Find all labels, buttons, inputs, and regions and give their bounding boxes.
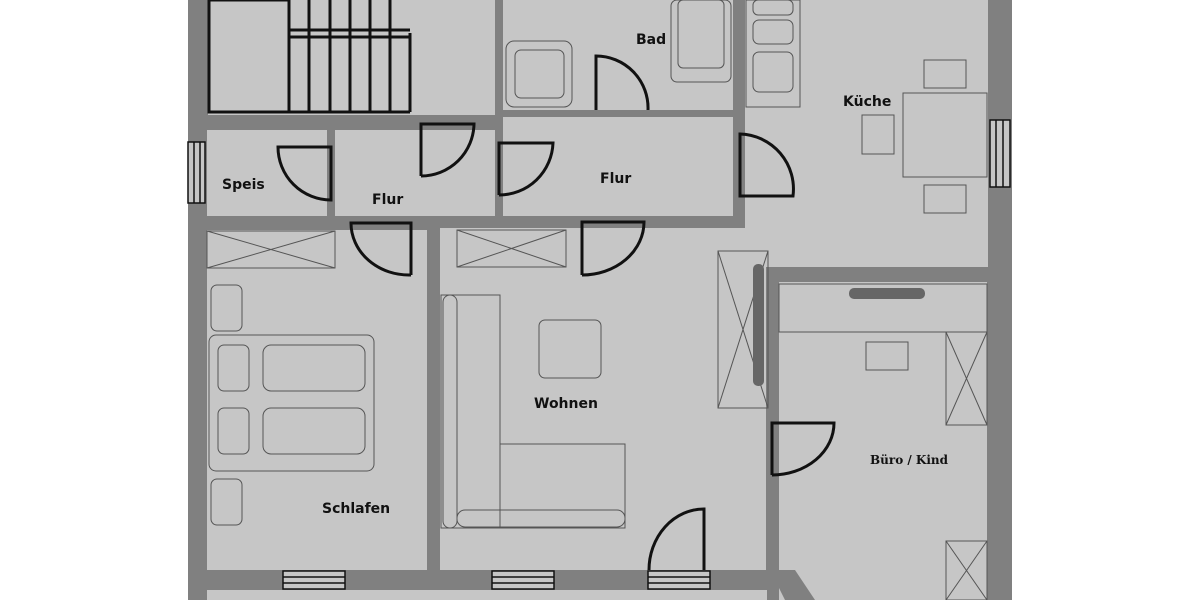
kitchen-table-set [861,59,988,214]
window-speis [187,141,206,204]
door-wohnen [580,220,646,277]
door-bad [594,54,650,111]
wardrobe-schlafen [206,230,336,269]
door-stairwell [419,122,476,178]
pillow [217,407,250,455]
chair [861,114,895,155]
window-schlafen [282,570,346,590]
door-flur [497,141,555,197]
wardrobe-buero-lower [945,540,988,600]
door-balcony [647,507,706,571]
kitchen-counter [745,0,801,108]
room-label-schlafen: Schlafen [322,501,391,517]
bad-fixtures [505,0,732,108]
room-label-flur-2: Flur [600,171,632,187]
windows [187,119,1011,590]
door-speis [276,145,333,202]
desk-set [778,283,988,371]
coffee-table [538,319,602,379]
room-label-flur-1: Flur [372,192,404,208]
mattress [262,407,366,455]
nightstand [210,284,243,332]
radiator [753,264,764,386]
mattress [262,344,366,392]
sofa-set [440,294,626,529]
buero-floor [779,282,987,600]
window-wohnen [491,570,555,590]
radiator [849,288,925,299]
nightstand [210,478,243,526]
sofa-long [440,294,501,529]
pillow [217,344,250,392]
flur2-floor [503,117,733,216]
door-buero [770,421,836,477]
wardrobes [206,229,988,600]
window-kueche [989,119,1011,188]
room-label-wohnen: Wohnen [534,396,598,412]
kitchen-table [902,92,988,178]
diagonal-wall [770,570,815,600]
door-kueche [738,132,795,198]
desk-chair [865,341,909,371]
bathtub [670,0,732,83]
wardrobe-wohnen [456,229,567,268]
sofa-short [499,443,626,529]
lower-floor-strip [207,590,767,600]
bed-set [208,284,375,526]
room-label-kueche: Küche [843,94,892,110]
bad-floor [503,0,733,110]
bed [208,334,375,472]
staircase [207,0,412,114]
room-label-buero: Büro / Kind [870,453,949,467]
desk [778,283,988,333]
chair [923,59,967,89]
schlafen-floor [207,230,427,570]
room-label-speis: Speis [222,177,265,193]
kueche-floor [745,0,988,267]
speis-floor [207,130,327,216]
door-schlafen [349,221,413,277]
doors [276,54,836,571]
sink-1 [752,0,794,16]
chair [923,184,967,214]
sofa-back [456,509,626,528]
room-floors [207,0,988,600]
sofa-back [442,294,458,529]
wohnen-floor [440,228,766,570]
sink-2 [752,51,794,93]
window-balcony [647,570,711,590]
room-label-bad: Bad [636,32,667,48]
shower-tray [505,40,573,108]
